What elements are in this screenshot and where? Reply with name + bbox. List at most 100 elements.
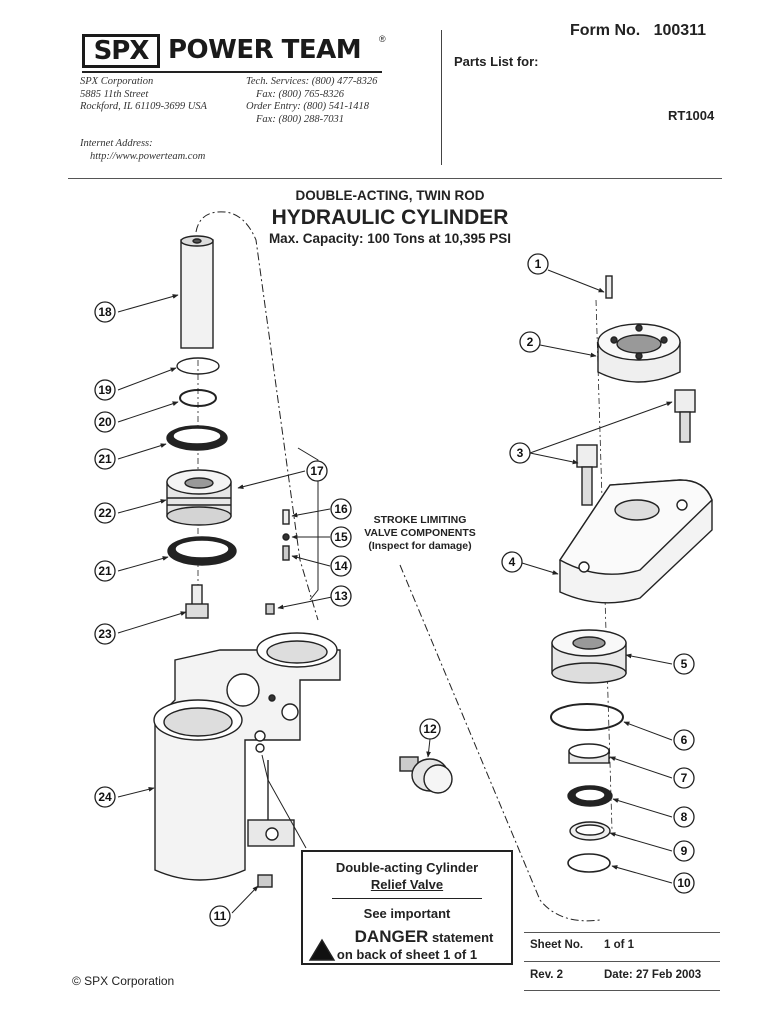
- company-street: 5885 11th Street: [80, 88, 149, 100]
- danger-word: DANGER: [354, 927, 429, 946]
- callout-13: 13: [330, 585, 352, 607]
- cap-part-2: [597, 323, 681, 383]
- order-entry: Order Entry: (800) 541-1418: [246, 101, 369, 112]
- relief-line2: Relief Valve: [370, 877, 444, 892]
- valve-part-16: [282, 509, 290, 525]
- company-name: SPX Corporation: [80, 76, 154, 87]
- callout-label: 13: [334, 589, 348, 603]
- callout-23: 23: [94, 623, 116, 645]
- callout-label: 9: [681, 844, 688, 858]
- relief-line3: See important: [363, 906, 451, 921]
- callout-label: 14: [334, 559, 348, 573]
- contact-numbers: Tech. Services: (800) 477-8326 Fax: (800…: [246, 76, 377, 126]
- bolt-part-1: [605, 275, 613, 299]
- bolt-part-3a: [576, 444, 598, 506]
- callout-label: 2: [527, 335, 534, 349]
- internet-address: Internet Address: http://www.powerteam.c…: [80, 138, 205, 163]
- callout-22: 22: [94, 502, 116, 524]
- callout-2: 2: [519, 331, 541, 353]
- callout-9: 9: [673, 840, 695, 862]
- seal-part-21-upper: [166, 425, 228, 451]
- footer-rule-bottom: [524, 990, 720, 991]
- footer-rule-mid: [524, 961, 720, 962]
- header-divider: [441, 30, 442, 165]
- title-line1: DOUBLE-ACTING, TWIN ROD: [295, 188, 485, 203]
- fitting-part-13: [265, 603, 275, 615]
- callout-24: 24: [94, 786, 116, 808]
- registered-mark: ®: [379, 34, 386, 44]
- company-address: SPX Corporation 5885 11th Street Rockfor…: [80, 76, 207, 114]
- callout-label: 11: [214, 909, 227, 923]
- parts-list-label: Parts List for:: [454, 54, 539, 69]
- title-main: HYDRAULIC CYLINDER: [271, 206, 509, 229]
- relief-valve-warning-box: Double-acting Cylinder Relief Valve See …: [301, 850, 513, 965]
- ring-part-10: [567, 853, 611, 873]
- callout-20: 20: [94, 411, 116, 433]
- stroke-note-line3: (Inspect for damage): [368, 540, 472, 552]
- callout-10: 10: [673, 872, 695, 894]
- callout-4: 4: [501, 551, 523, 573]
- callout-label: 24: [98, 790, 112, 804]
- callout-label: 5: [681, 657, 688, 671]
- bolt-part-3b: [674, 389, 696, 443]
- seal-part-21-lower: [167, 536, 237, 566]
- callout-label: 3: [517, 446, 524, 460]
- callout-5: 5: [673, 653, 695, 675]
- company-city: Rockford, IL 61109-3699 USA: [80, 101, 207, 112]
- callout-16: 16: [330, 498, 352, 520]
- power-team-logo: POWER TEAM: [168, 35, 362, 65]
- tech-services: Tech. Services: (800) 477-8326: [246, 76, 378, 87]
- title-capacity: Max. Capacity: 100 Tons at 10,395 PSI: [268, 231, 512, 246]
- callout-11: 11: [209, 905, 231, 927]
- callout-label: 16: [334, 502, 348, 516]
- gland-part-5: [551, 629, 627, 684]
- relief-line1: Double-acting Cylinder: [335, 860, 479, 875]
- tech-fax: Fax: (800) 765-8326: [256, 88, 345, 100]
- copyright: © SPX Corporation: [72, 974, 175, 988]
- footer-rule-top: [524, 932, 720, 933]
- ring-part-20: [179, 389, 217, 407]
- internet-label: Internet Address:: [80, 138, 153, 149]
- callout-label: 8: [681, 810, 688, 824]
- seal-part-8: [567, 785, 613, 807]
- callout-21: 21: [94, 448, 116, 470]
- callout-label: 7: [681, 771, 688, 785]
- internet-url[interactable]: http://www.powerteam.com: [90, 150, 206, 162]
- rod-part-18: [180, 235, 214, 349]
- callout-17: 17: [306, 460, 328, 482]
- callout-7: 7: [673, 767, 695, 789]
- sheet-value: 1 of 1: [604, 939, 635, 951]
- stroke-limiting-note: STROKE LIMITING VALVE COMPONENTS (Inspec…: [350, 514, 490, 553]
- bolt-part-23: [185, 584, 209, 619]
- logo-underline: [82, 71, 382, 73]
- callout-label: 10: [677, 876, 691, 890]
- ring-part-6: [550, 703, 624, 731]
- callout-label: 21: [98, 564, 112, 578]
- bushing-part-7: [568, 743, 610, 764]
- model-number: RT1004: [668, 108, 715, 123]
- valve-part-15: [282, 533, 290, 541]
- bracket: [318, 448, 324, 598]
- revision: Rev. 2: [530, 969, 564, 981]
- stroke-note-line1: STROKE LIMITING: [373, 514, 467, 526]
- callout-label: 21: [98, 452, 112, 466]
- callout-18: 18: [94, 301, 116, 323]
- callout-19: 19: [94, 379, 116, 401]
- relief-line5: on back of sheet 1 of 1: [336, 947, 478, 962]
- yoke-part-4: [558, 479, 713, 604]
- callout-3: 3: [509, 442, 531, 464]
- order-fax: Fax: (800) 288-7031: [256, 113, 345, 125]
- callout-label: 15: [334, 530, 348, 544]
- relief-divider: [332, 898, 482, 899]
- callout-label: 20: [98, 415, 112, 429]
- valve-part-14: [282, 545, 290, 561]
- callout-1: 1: [527, 253, 549, 275]
- form-number: Form No. 100311: [570, 22, 707, 39]
- ring-part-19: [176, 357, 220, 375]
- callout-21: 21: [94, 560, 116, 582]
- callout-label: 17: [310, 464, 324, 478]
- callout-label: 19: [98, 383, 112, 397]
- statement-word: statement: [431, 930, 494, 945]
